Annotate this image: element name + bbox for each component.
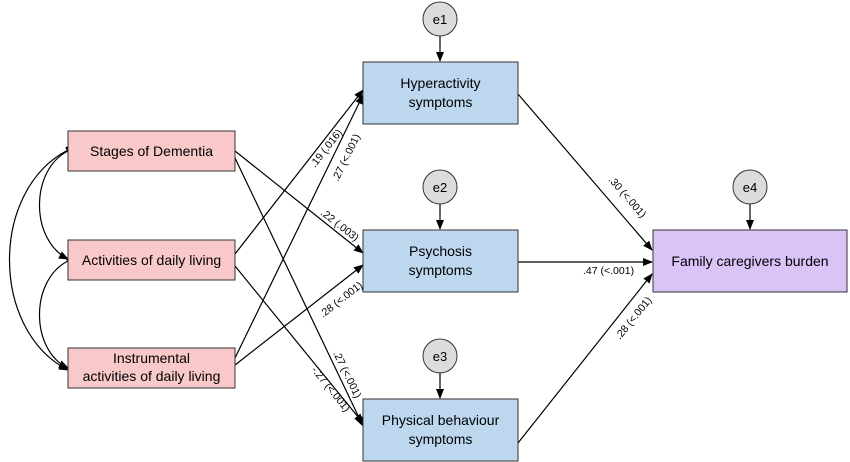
cov-stages-adl <box>39 146 77 260</box>
error-e1: e1 <box>422 1 458 37</box>
node-burden: Family caregivers burden <box>652 229 848 293</box>
error-e1-circle <box>422 1 458 37</box>
error-e2-label: e2 <box>433 180 447 195</box>
error-e2: e2 <box>422 169 458 205</box>
arrow-phys-burden <box>517 273 653 444</box>
label-phys-burden: .28 (<.001) <box>613 295 654 342</box>
node-phys-label-line2: symptoms <box>409 431 473 447</box>
node-adl-box <box>67 239 236 281</box>
node-iadl: Instrumental activities of daily living <box>67 347 236 389</box>
label-iadl-psych: .28 (<.001) <box>317 279 365 320</box>
error-e4: e4 <box>732 169 768 205</box>
arrow-adl-phys <box>234 265 364 424</box>
node-hyper-box <box>362 61 519 125</box>
covariance-arrows <box>8 145 77 371</box>
arrow-iadl-hyper <box>234 94 364 359</box>
node-hyper-label-line1: Hyperactivity <box>400 75 480 91</box>
node-phys: Physical behaviour symptoms <box>362 398 519 462</box>
error-e2-circle <box>422 169 458 205</box>
node-psych: Psychosis symptoms <box>362 229 519 293</box>
node-burden-box <box>652 229 848 293</box>
node-stages: Stages of Dementia <box>67 130 236 172</box>
error-e4-circle <box>732 169 768 205</box>
error-e3-circle <box>422 338 458 374</box>
arrow-stages-psych <box>234 150 364 254</box>
error-e1-label: e1 <box>433 12 447 27</box>
arrow-adl-hyper <box>234 89 364 255</box>
node-stages-label: Stages of Dementia <box>90 143 213 159</box>
cov-adl-iadl <box>39 256 77 369</box>
node-phys-label-line1: Physical behaviour <box>382 412 500 428</box>
error-e3: e3 <box>422 338 458 374</box>
arrow-stages-phys <box>234 157 364 427</box>
node-iadl-label-line1: Instrumental <box>113 350 190 366</box>
label-hyper-burden: .30 (<.001) <box>606 174 649 220</box>
arrow-hyper-burden <box>517 93 653 251</box>
node-burden-label: Family caregivers burden <box>671 253 828 269</box>
label-psych-burden: .47 (<.001) <box>583 265 634 277</box>
cov-stages-iadl <box>8 145 77 371</box>
node-iadl-box <box>67 347 236 389</box>
node-psych-label-line1: Psychosis <box>409 243 472 259</box>
node-hyper-label-line2: symptoms <box>409 94 473 110</box>
node-psych-label-line2: symptoms <box>409 262 473 278</box>
arrow-iadl-psych <box>234 264 364 366</box>
node-phys-box <box>362 398 519 462</box>
label-stages-psych: .22 (.003) <box>318 207 361 244</box>
node-psych-box <box>362 229 519 293</box>
node-adl-label: Activities of daily living <box>82 252 221 268</box>
error-e3-label: e3 <box>433 349 447 364</box>
path-arrows <box>234 36 754 444</box>
node-iadl-label-line2: activities of daily living <box>83 368 221 384</box>
node-adl: Activities of daily living <box>67 239 236 281</box>
node-hyper: Hyperactivity symptoms <box>362 61 519 125</box>
error-e4-label: e4 <box>743 180 757 195</box>
node-stages-box <box>67 130 236 172</box>
